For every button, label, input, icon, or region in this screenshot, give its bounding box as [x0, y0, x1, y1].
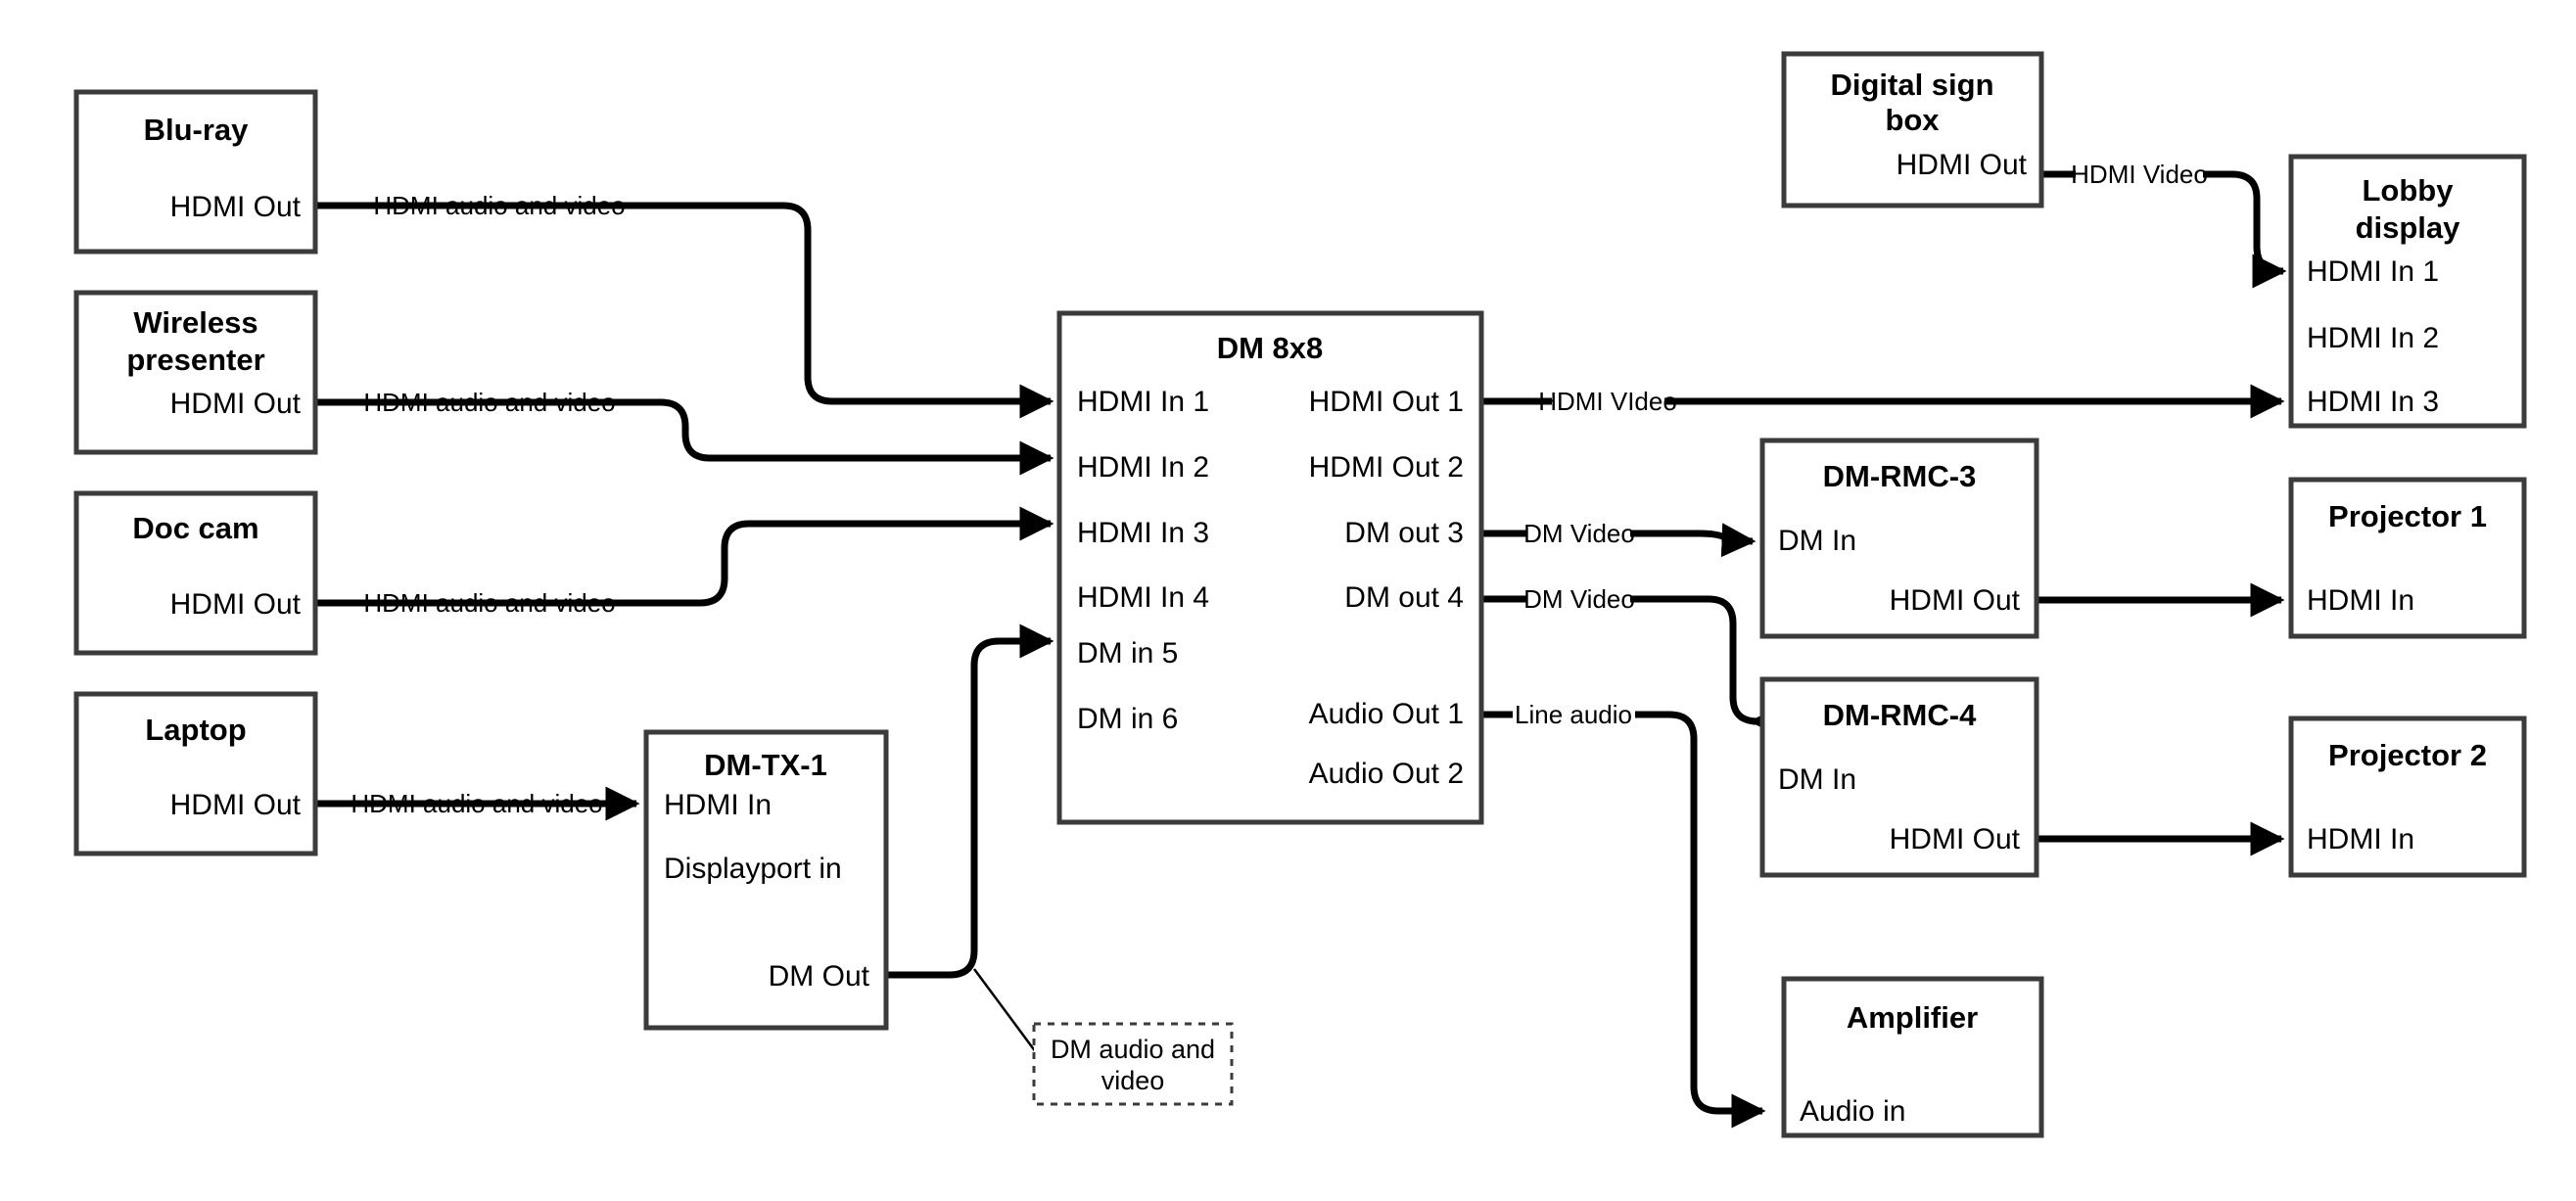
amplifier-title: Amplifier: [1847, 1000, 1978, 1035]
edge-dm8x8-out3-to-rmc3: [1481, 533, 1753, 541]
dm-tx-1-port-dm-out[interactable]: DM Out: [769, 960, 870, 993]
dm-8x8-port-dm-in-5[interactable]: DM in 5: [1077, 637, 1178, 670]
digital-sign-title-line1: Digital sign: [1830, 68, 1993, 102]
amplifier-port-audio-in[interactable]: Audio in: [1800, 1095, 1905, 1128]
dm-rmc-3-title: DM-RMC-3: [1823, 459, 1977, 493]
node-digital-sign-box[interactable]: Digital sign box HDMI Out: [1781, 51, 2044, 208]
callout-dm-audio-and-video: DM audio and video: [1032, 1022, 1234, 1106]
edge-bluray-to-dm8x8-in1: [315, 202, 1054, 419]
edge-label-line-audio: Line audio: [1515, 700, 1632, 729]
projector-1-title: Projector 1: [2328, 499, 2487, 533]
lobby-display-title-line2: display: [2356, 210, 2461, 245]
dm-8x8-port-hdmi-out-1[interactable]: HDMI Out 1: [1309, 386, 1464, 418]
dm-tx-1-title: DM-TX-1: [704, 748, 827, 782]
callout-text-line2: video: [1101, 1066, 1165, 1095]
node-amplifier[interactable]: Amplifier Audio in: [1781, 976, 2044, 1138]
dm-rmc-4-box[interactable]: [1759, 676, 2039, 878]
node-dm-rmc-3[interactable]: DM-RMC-3 DM In HDMI Out: [1759, 438, 2039, 639]
edge-doccam-to-dm8x8-in3: [315, 506, 1054, 607]
callout-box: [1032, 1022, 1234, 1106]
edge-label-wireless: HDMI audio and video: [363, 388, 615, 417]
projector-1-box[interactable]: [2288, 477, 2527, 639]
dm-8x8-port-dm-out-4[interactable]: DM out 4: [1344, 581, 1464, 614]
dm-8x8-port-dm-out-3[interactable]: DM out 3: [1344, 517, 1464, 549]
node-doc-cam[interactable]: Doc cam HDMI Out: [73, 490, 318, 656]
dm-rmc-4-title: DM-RMC-4: [1823, 698, 1977, 732]
lobby-display-title-line1: Lobby: [2363, 173, 2455, 208]
projector-1-port-hdmi-in[interactable]: HDMI In: [2307, 584, 2414, 617]
projector-2-box[interactable]: [2288, 716, 2527, 878]
bluray-box[interactable]: [73, 89, 318, 254]
edge-label-doccam: HDMI audio and video: [363, 588, 615, 618]
dm-tx-1-box[interactable]: [643, 729, 889, 1031]
node-projector-1[interactable]: Projector 1 HDMI In: [2288, 477, 2527, 639]
edge-label-dm-video-4: DM Video: [1523, 584, 1635, 614]
dm-8x8-port-hdmi-out-2[interactable]: HDMI Out 2: [1309, 451, 1464, 484]
lobby-display-box[interactable]: [2288, 154, 2527, 429]
edge-dm8x8-out4-to-rmc4: [1481, 595, 1757, 721]
edge-digitalsign-to-lobby-in1: [2041, 170, 2283, 271]
projector-2-port-hdmi-in[interactable]: HDMI In: [2307, 823, 2414, 855]
doc-cam-title: Doc cam: [132, 511, 258, 545]
edge-label-hdmi-video-out1: HDMI VIdeo: [1538, 387, 1677, 416]
dm-8x8-port-hdmi-in-3[interactable]: HDMI In 3: [1077, 517, 1209, 549]
dm-8x8-port-audio-out-1[interactable]: Audio Out 1: [1309, 698, 1464, 730]
node-dm-tx-1[interactable]: DM-TX-1 HDMI In Displayport in DM Out: [643, 729, 889, 1031]
edge-label-dm-video-3: DM Video: [1523, 519, 1635, 548]
laptop-port-hdmi-out[interactable]: HDMI Out: [170, 789, 302, 821]
lobby-display-port-hdmi-in-3[interactable]: HDMI In 3: [2307, 386, 2439, 418]
digital-sign-port-hdmi-out[interactable]: HDMI Out: [1897, 149, 2028, 181]
dm-rmc-4-port-hdmi-out[interactable]: HDMI Out: [1890, 823, 2021, 855]
wireless-presenter-box[interactable]: [73, 290, 318, 455]
laptop-title: Laptop: [145, 713, 246, 747]
dm-8x8-port-hdmi-in-4[interactable]: HDMI In 4: [1077, 581, 1209, 614]
laptop-box[interactable]: [73, 691, 318, 856]
node-laptop[interactable]: Laptop HDMI Out: [73, 691, 318, 856]
lobby-display-port-hdmi-in-1[interactable]: HDMI In 1: [2307, 255, 2439, 288]
dm-tx-1-port-displayport-in[interactable]: Displayport in: [664, 853, 842, 885]
dm-8x8-port-dm-in-6[interactable]: DM in 6: [1077, 703, 1178, 735]
dm-8x8-title: DM 8x8: [1217, 331, 1324, 365]
edge-wireless-to-dm8x8-in2: [315, 398, 1054, 476]
callout-text-line1: DM audio and: [1051, 1035, 1215, 1064]
node-wireless-presenter[interactable]: Wireless presenter HDMI Out: [73, 290, 318, 455]
doc-cam-box[interactable]: [73, 490, 318, 656]
dm-8x8-port-hdmi-in-2[interactable]: HDMI In 2: [1077, 451, 1209, 484]
dm-rmc-3-box[interactable]: [1759, 438, 2039, 639]
lobby-display-port-hdmi-in-2[interactable]: HDMI In 2: [2307, 322, 2439, 354]
amplifier-box[interactable]: [1781, 976, 2044, 1138]
edge-dm8x8-audioout1-to-amp: [1481, 711, 1762, 1111]
dm-rmc-4-port-dm-in[interactable]: DM In: [1778, 763, 1856, 796]
dm-rmc-3-port-hdmi-out[interactable]: HDMI Out: [1890, 584, 2021, 617]
edge-dmtx1-to-dm8x8-in5: [886, 624, 1054, 979]
callout-leader-line: [972, 968, 1038, 1053]
wireless-presenter-port-hdmi-out[interactable]: HDMI Out: [170, 388, 302, 420]
node-projector-2[interactable]: Projector 2 HDMI In: [2288, 716, 2527, 878]
doc-cam-port-hdmi-out[interactable]: HDMI Out: [170, 588, 302, 621]
bluray-port-hdmi-out[interactable]: HDMI Out: [170, 191, 302, 223]
node-dm-rmc-4[interactable]: DM-RMC-4 DM In HDMI Out: [1759, 676, 2039, 878]
edge-label-bluray: HDMI audio and video: [373, 191, 625, 220]
dm-rmc-3-port-dm-in[interactable]: DM In: [1778, 525, 1856, 557]
wireless-presenter-title-line1: Wireless: [133, 305, 258, 340]
edge-label-hdmi-video-sign: HDMI Video: [2071, 160, 2208, 189]
dm-8x8-port-hdmi-in-1[interactable]: HDMI In 1: [1077, 386, 1209, 418]
digital-sign-title-line2: box: [1885, 103, 1940, 137]
node-lobby-display[interactable]: Lobby display HDMI In 1 HDMI In 2 HDMI I…: [2288, 154, 2527, 429]
node-bluray[interactable]: Blu-ray HDMI Out: [73, 89, 318, 254]
dm-tx-1-port-hdmi-in[interactable]: HDMI In: [664, 789, 772, 821]
wireless-presenter-title-line2: presenter: [126, 343, 264, 377]
edge-label-laptop: HDMI audio and video: [351, 789, 602, 818]
bluray-title: Blu-ray: [144, 113, 250, 147]
projector-2-title: Projector 2: [2328, 738, 2487, 772]
dm-8x8-box[interactable]: [1056, 310, 1484, 825]
node-dm-8x8[interactable]: DM 8x8 HDMI In 1 HDMI In 2 HDMI In 3 HDM…: [1056, 310, 1484, 825]
dm-8x8-port-audio-out-2[interactable]: Audio Out 2: [1309, 758, 1464, 790]
digital-sign-box[interactable]: [1781, 51, 2044, 208]
